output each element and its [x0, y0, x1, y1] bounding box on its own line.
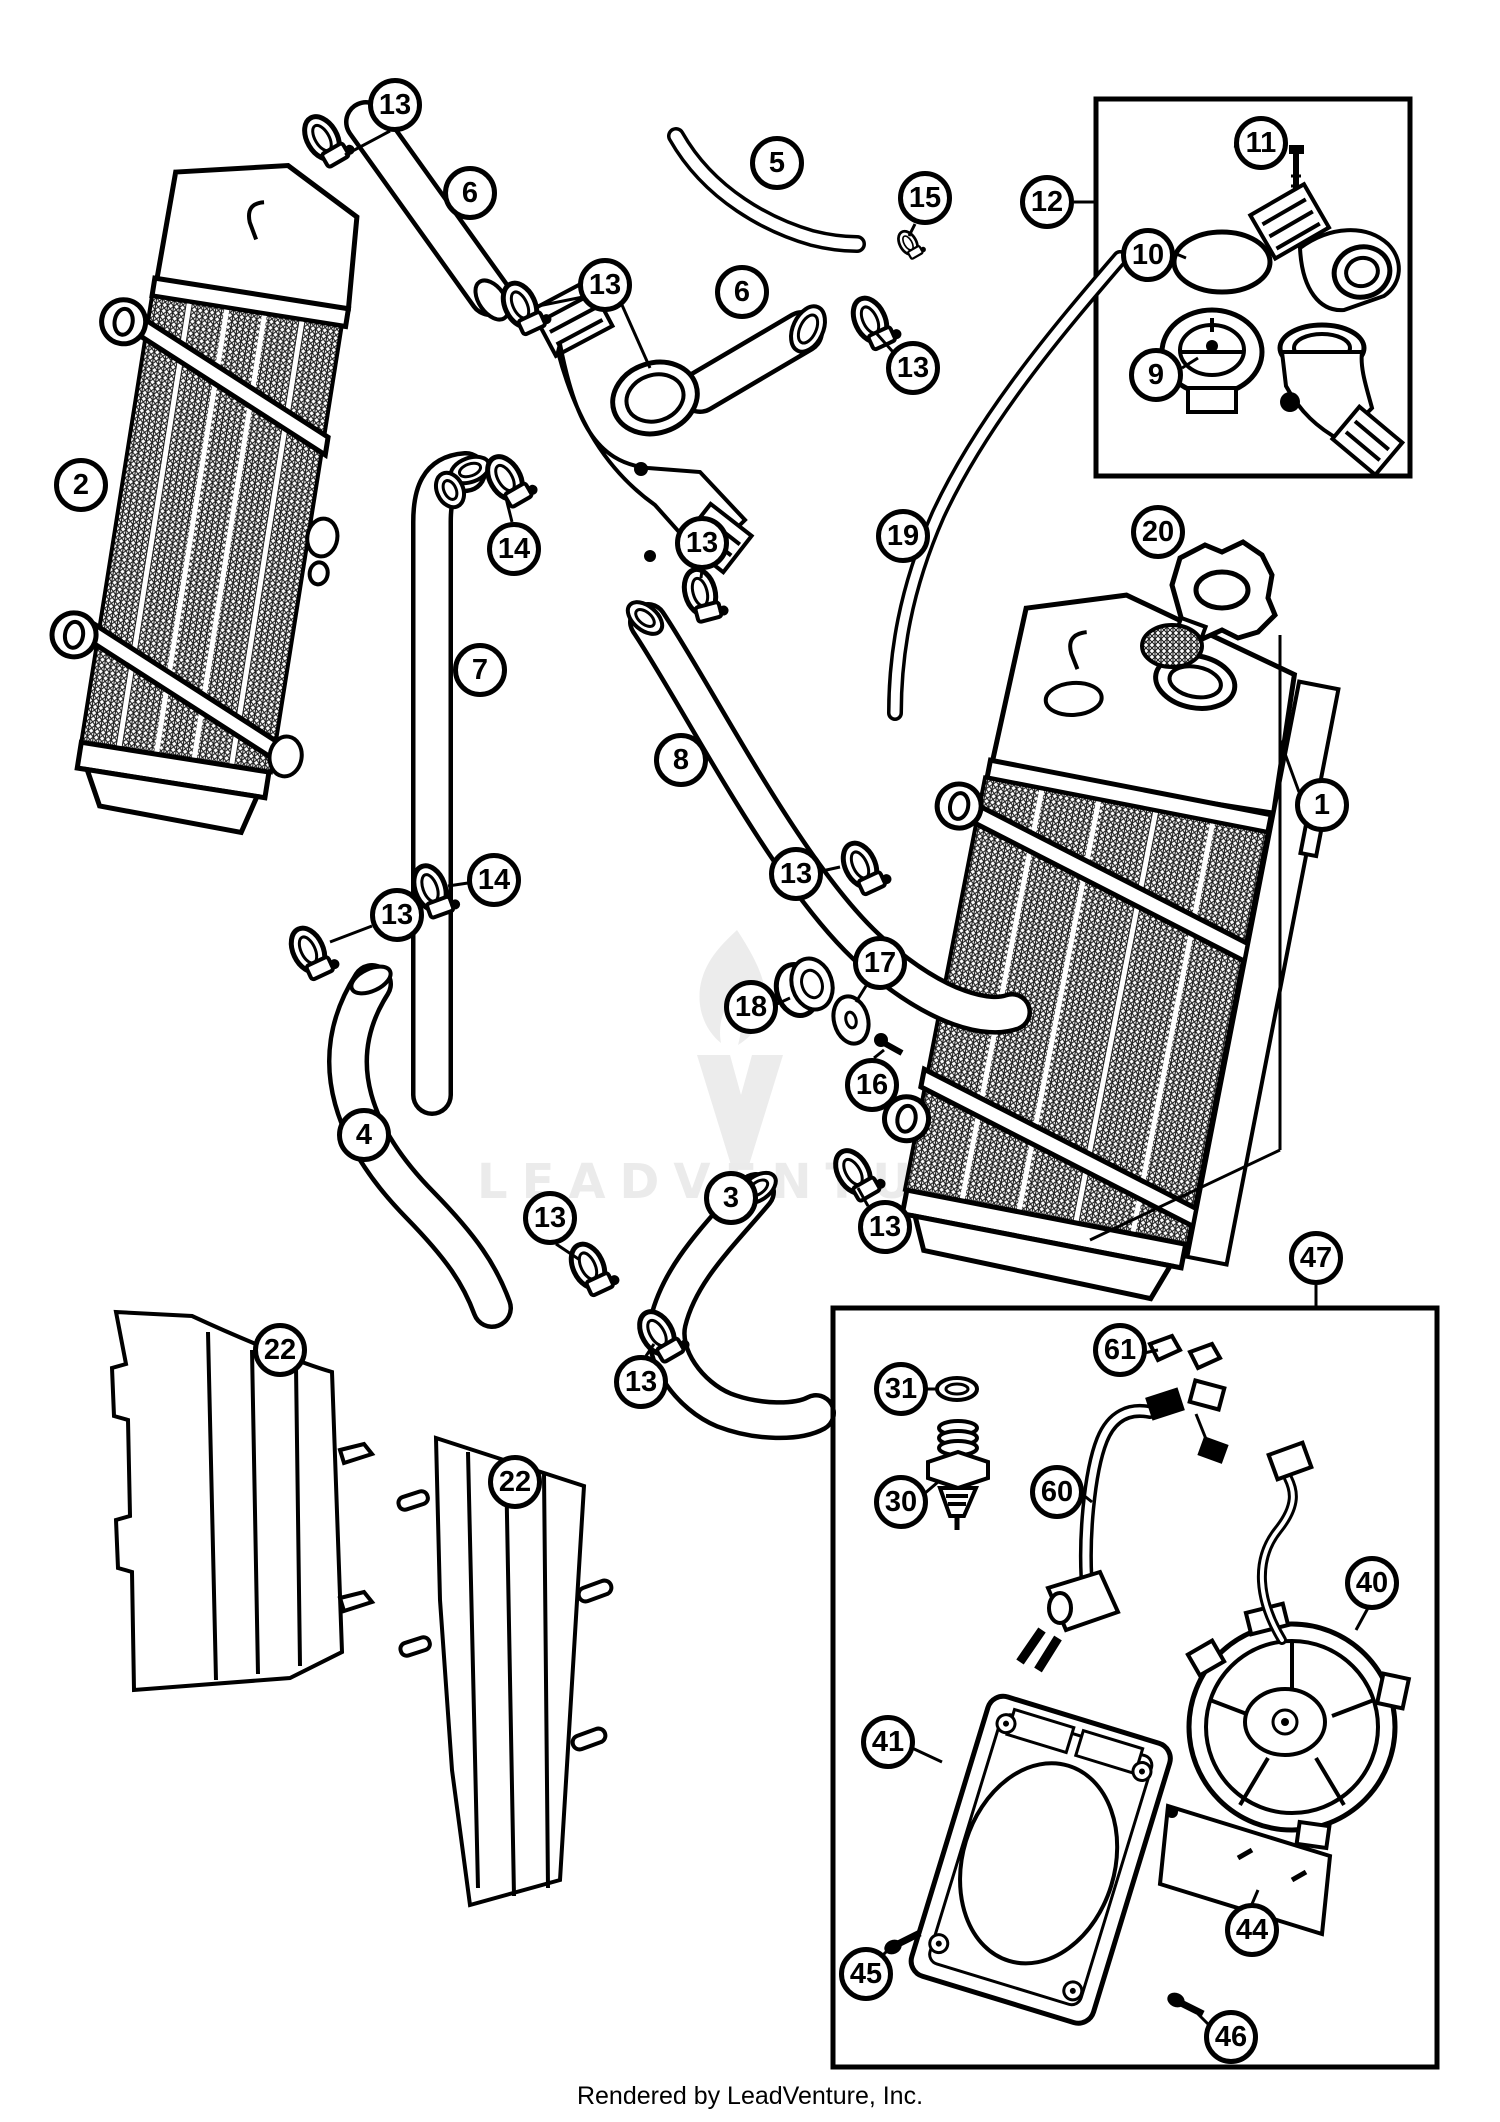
part-callout-44[interactable]: 44	[1225, 1903, 1279, 1957]
wire-clips	[1147, 1333, 1223, 1371]
part-callout-17[interactable]: 17	[853, 936, 907, 990]
part-callout-6[interactable]: 6	[715, 265, 769, 319]
hose-6-lower	[678, 304, 827, 414]
part-callout-18[interactable]: 18	[724, 980, 778, 1034]
part-callout-61[interactable]: 61	[1093, 1323, 1147, 1377]
temp-sensor-cable	[1016, 1378, 1229, 1673]
part-callout-13[interactable]: 13	[769, 847, 823, 901]
part-callout-13[interactable]: 13	[886, 341, 940, 395]
part-callout-5[interactable]: 5	[750, 136, 804, 190]
cooling-fan	[1185, 1440, 1412, 1851]
part-callout-60[interactable]: 60	[1030, 1465, 1084, 1519]
part-callout-15[interactable]: 15	[898, 171, 952, 225]
part-callout-3[interactable]: 3	[704, 1171, 758, 1225]
part-callout-9[interactable]: 9	[1129, 348, 1183, 402]
fan-shroud	[908, 1693, 1173, 2026]
radiator-guard-left	[109, 1309, 376, 1693]
part-callout-13[interactable]: 13	[578, 258, 632, 312]
part-callout-2[interactable]: 2	[54, 458, 108, 512]
part-callout-13[interactable]: 13	[368, 78, 422, 132]
part-callout-22[interactable]: 22	[488, 1455, 542, 1509]
part-callout-13[interactable]: 13	[523, 1191, 577, 1245]
part-callout-47[interactable]: 47	[1289, 1231, 1343, 1285]
grommet-set	[773, 956, 904, 1056]
part-callout-12[interactable]: 12	[1020, 175, 1074, 229]
part-callout-13[interactable]: 13	[614, 1355, 668, 1409]
part-callout-10[interactable]: 10	[1121, 228, 1175, 282]
part-callout-14[interactable]: 14	[467, 853, 521, 907]
part-callout-40[interactable]: 40	[1345, 1556, 1399, 1610]
hose-ring	[433, 470, 467, 510]
part-callout-13[interactable]: 13	[675, 516, 729, 570]
part-callout-13[interactable]: 13	[370, 888, 424, 942]
screw-46	[1167, 1992, 1205, 2018]
part-callout-13[interactable]: 13	[858, 1200, 912, 1254]
part-callout-22[interactable]: 22	[253, 1323, 307, 1377]
part-callout-19[interactable]: 19	[876, 509, 930, 563]
hose-19	[887, 250, 1128, 721]
hose-8	[625, 600, 1032, 1035]
part-callout-31[interactable]: 31	[874, 1362, 928, 1416]
part-callout-14[interactable]: 14	[487, 522, 541, 576]
part-callout-41[interactable]: 41	[861, 1715, 915, 1769]
hose-4	[327, 963, 513, 1329]
part-callout-30[interactable]: 30	[874, 1475, 928, 1529]
part-callout-20[interactable]: 20	[1131, 505, 1185, 559]
part-callout-11[interactable]: 11	[1234, 116, 1288, 170]
radiator-left	[26, 163, 360, 836]
fan-kit-box	[830, 1305, 1440, 2070]
hose-6-upper	[344, 100, 512, 322]
part-callout-6[interactable]: 6	[443, 166, 497, 220]
thermo-switch	[926, 1419, 990, 1530]
part-callout-8[interactable]: 8	[654, 733, 708, 787]
leader-radiator-right	[1089, 635, 1301, 1242]
mount-plate	[1157, 1803, 1333, 1937]
thermostat-group-box	[1093, 96, 1413, 479]
radiator-guard-right	[396, 1435, 614, 1908]
part-callout-16[interactable]: 16	[845, 1058, 899, 1112]
radiator-cap	[1140, 539, 1278, 669]
part-callout-4[interactable]: 4	[337, 1108, 391, 1162]
part-callout-45[interactable]: 45	[839, 1947, 893, 2001]
hose-5	[667, 127, 866, 253]
radiator-right	[852, 592, 1341, 1302]
thermostat-elbow-lower	[1277, 322, 1406, 478]
part-callout-1[interactable]: 1	[1295, 778, 1349, 832]
hose-7	[411, 451, 492, 1116]
part-callout-46[interactable]: 46	[1204, 2010, 1258, 2064]
part-callout-7[interactable]: 7	[453, 643, 507, 697]
thermostat	[1159, 307, 1265, 414]
thermostat-elbow-upper	[1247, 181, 1401, 313]
footer-credit: Rendered by LeadVenture, Inc.	[576, 2082, 924, 2110]
